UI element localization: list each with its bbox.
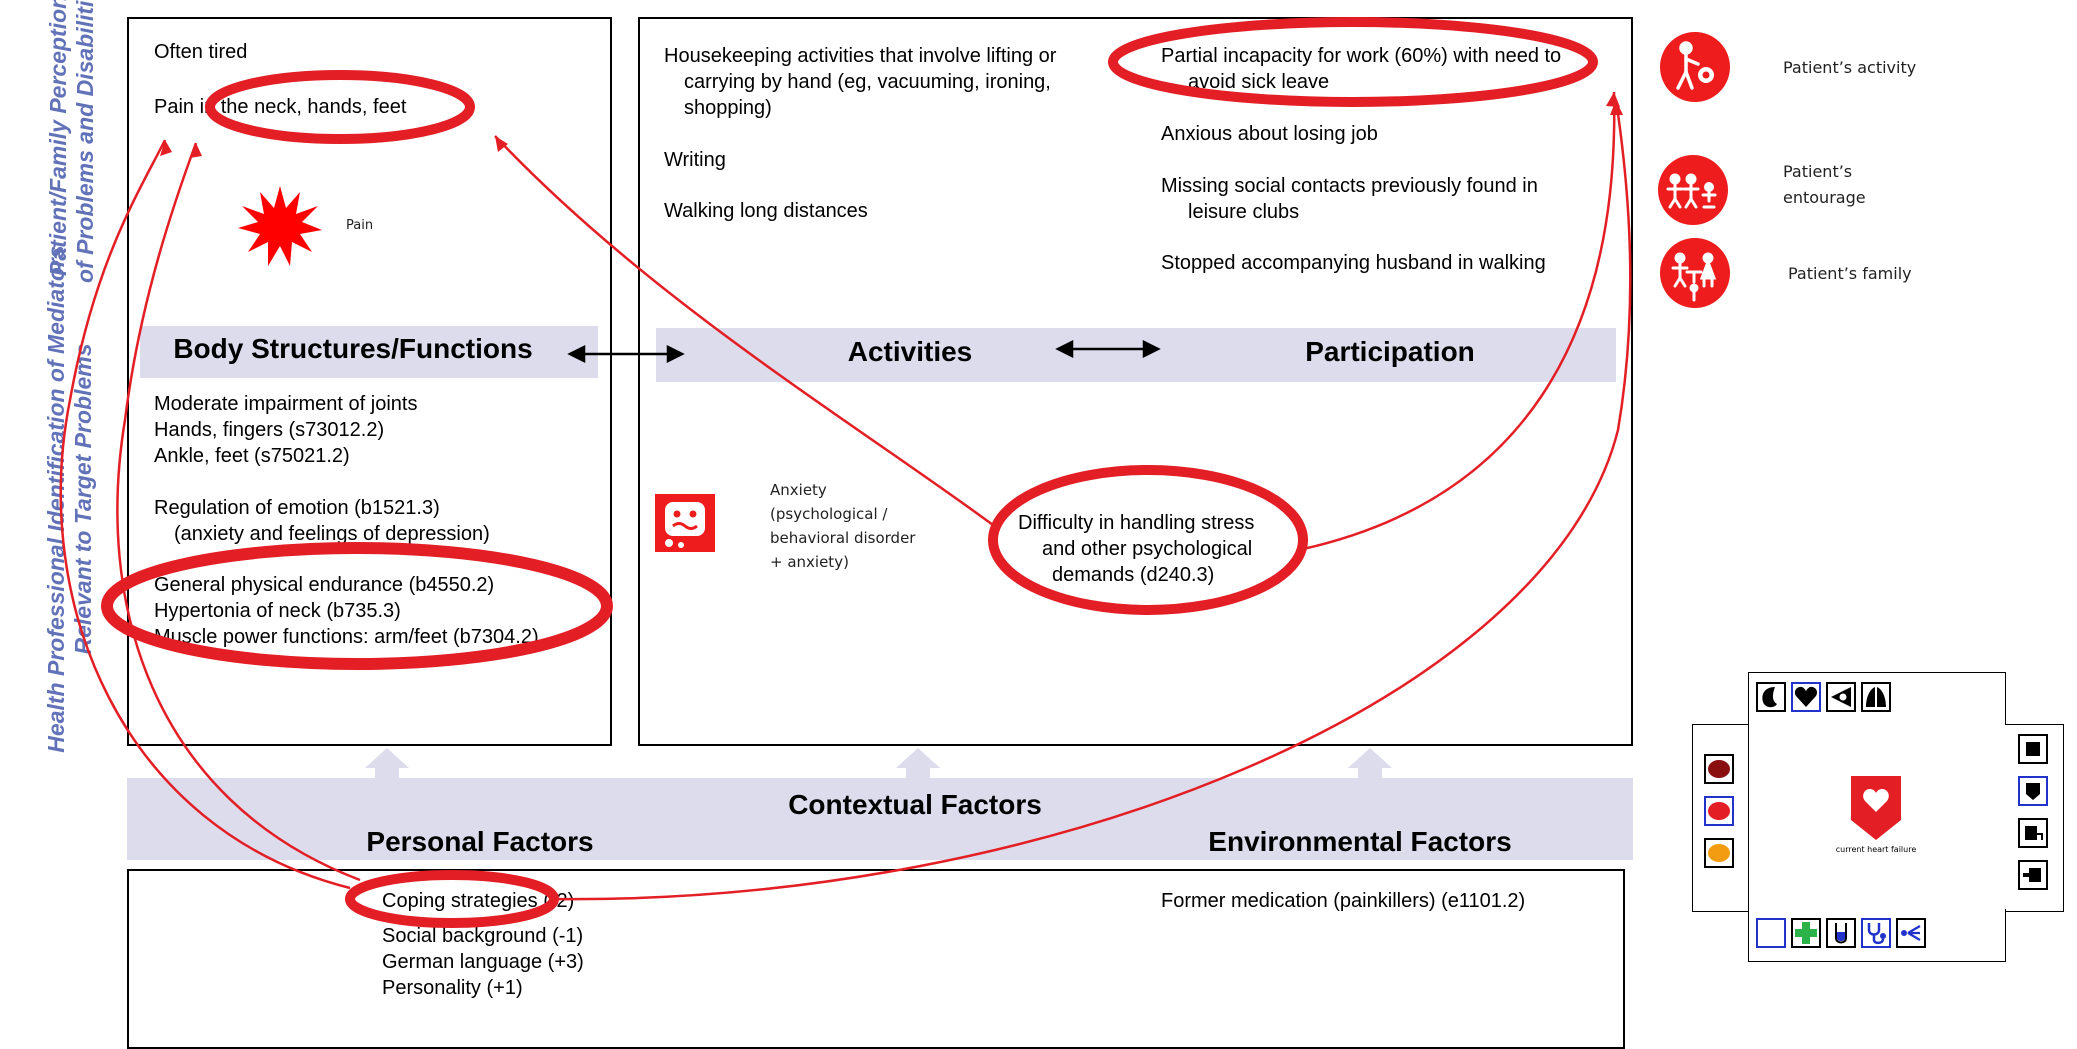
legend-family-label: Patient’s family [1788,264,1912,283]
arrow-activities-participation [1055,339,1161,359]
ellipse-incapacity [1108,17,1598,107]
ellipse-physical [101,542,613,670]
curve-coping-to-pain-inner [116,142,361,882]
device-square-icon [2018,734,2048,764]
body-item-ankle: Ankle, feet (s75021.2) [154,445,350,467]
personal-personality: Personality (+1) [382,977,523,999]
family-legend-icon [1660,238,1730,308]
participation-walking: Stopped accompanying husband in walking [1161,252,1546,274]
activities-header: Activities [847,336,973,367]
personal-german: German language (+3) [382,951,584,973]
activities-header-band [656,328,1616,382]
participation-social-1: Missing social contacts previously found… [1161,175,1538,197]
body-item-endurance: General physical endurance (b4550.2) [154,574,495,596]
test-tube-icon [1826,918,1856,948]
personal-coping: Coping strategies (-2) [382,890,575,912]
indicator-red-icon [1704,796,1734,826]
heart-failure-badge-icon [1851,776,1901,840]
medical-cross-icon [1791,918,1821,948]
arrowhead-3 [495,136,508,152]
body-header-band [140,326,598,378]
personal-factors-header: Personal Factors [366,826,594,857]
up-arrow-body [365,748,409,778]
activity-writing: Writing [664,149,726,171]
body-structures-header: Body Structures/Functions [173,333,533,364]
empty-slot-icon [1756,918,1786,948]
arrow-body-activities [567,344,685,364]
arrowhead-2 [190,143,202,158]
panel-caption: current heart failure [1835,845,1917,854]
personal-social: Social background (-1) [382,925,584,947]
pain-icon [238,186,322,266]
participation-incapacity-1: Partial incapacity for work (60%) with n… [1161,45,1562,67]
participation-anxious-job: Anxious about losing job [1161,123,1378,145]
legend-activity-label: Patient’s activity [1783,58,1917,77]
device-plug-icon [2018,860,2048,890]
arrowhead-5 [1606,92,1620,107]
organ-lungs-icon [1861,682,1891,712]
stethoscope-icon [1861,918,1891,948]
anxiety-icon [655,494,715,552]
legend-entourage-line2: entourage [1783,188,1866,207]
organ-eye-icon [1826,682,1856,712]
body-item-hands: Hands, fingers (s73012.2) [154,419,385,441]
activity-housekeeping-2: carrying by hand (eg, vacuuming, ironing… [684,71,1051,93]
participation-incapacity-2: avoid sick leave [1188,71,1330,93]
curve-coping-to-incapacity [551,99,1632,901]
environmental-factors-header: Environmental Factors [1208,826,1512,857]
body-item-anxiety: (anxiety and feelings of depression) [174,523,490,545]
participation-social-2: leisure clubs [1188,201,1300,223]
curve-coping-to-pain-outer [59,139,351,890]
body-item-joints: Moderate impairment of joints [154,393,418,415]
anxiety-label-3: behavioral disorder [770,529,916,547]
organ-heart-icon [1791,682,1821,712]
arrowhead-1 [160,140,172,156]
stress-line-3: demands (d240.3) [1052,564,1215,586]
activity-housekeeping-3: shopping) [684,97,772,119]
body-item-emotion: Regulation of emotion (b1521.3) [154,497,440,519]
ellipse-pain [205,70,475,144]
curve-stress-to-pain [494,135,994,527]
up-arrow-participation [1348,748,1392,778]
ellipse-stress [988,465,1308,615]
up-arrow-activities [896,748,940,778]
device-monitor-icon [2018,818,2048,848]
participation-header: Participation [1305,336,1475,367]
ellipse-coping [345,870,559,928]
environmental-medication: Former medication (painkillers) (e1101.2… [1161,890,1526,912]
body-item-muscle: Muscle power functions: arm/feet (b7304.… [154,626,539,648]
body-perception-tired: Often tired [154,41,248,63]
entourage-legend-icon [1658,155,1728,225]
indicator-darkred-icon [1704,754,1734,784]
legend-entourage-line1: Patient’s [1783,162,1853,181]
body-item-hypertonia: Hypertonia of neck (b735.3) [154,600,401,622]
arrowhead-4 [1610,100,1623,115]
contextual-header-band [127,778,1633,860]
curve-stress-to-incapacity [1302,91,1616,551]
organ-kidney-icon [1756,682,1786,712]
activity-legend-icon [1660,32,1730,102]
anxiety-label-4: + anxiety) [770,553,849,571]
heart-failure-panel: current heart failure [1692,672,2064,962]
activity-walking: Walking long distances [664,200,868,222]
stress-line-2: and other psychological [1042,538,1253,560]
pain-label: Pain [346,218,374,233]
contextual-factors-header: Contextual Factors [788,789,1042,820]
device-shield-icon [2018,776,2048,806]
activity-housekeeping-1: Housekeeping activities that involve lif… [664,45,1057,67]
indicator-orange-icon [1704,838,1734,868]
stress-line-1: Difficulty in handling stress [1018,512,1255,534]
anxiety-label-1: Anxiety [770,481,827,499]
signal-icon [1896,918,1926,948]
anxiety-label-2: (psychological / [770,505,888,523]
